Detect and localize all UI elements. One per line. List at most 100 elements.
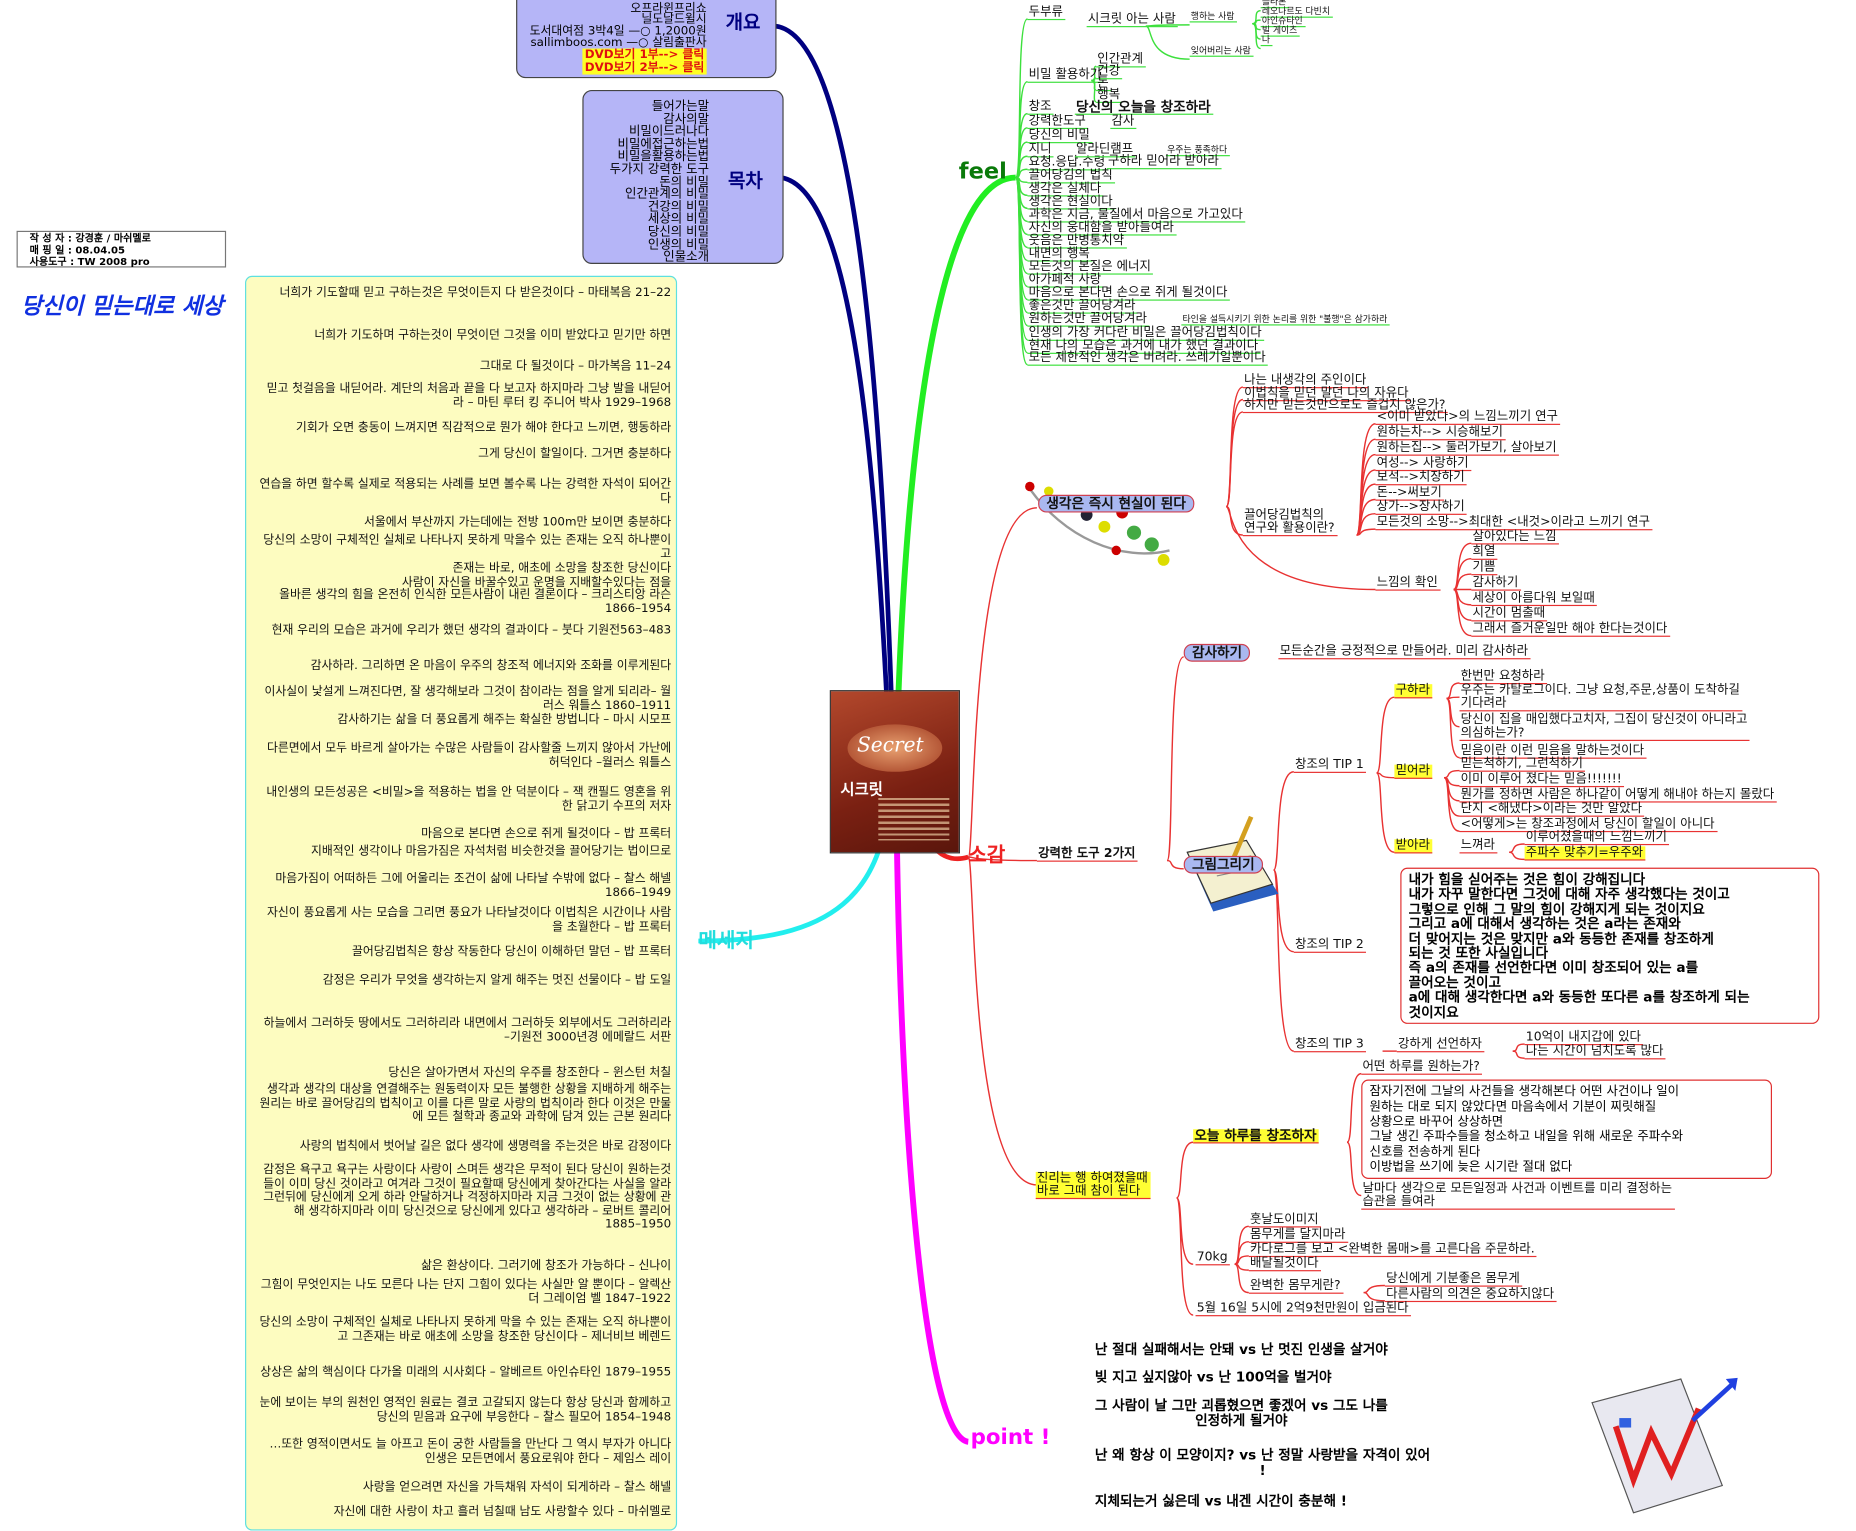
toc-item[interactable]: 인물소개: [663, 249, 710, 265]
impression-ask-items-item-node[interactable]: 당신이 집을 매입했다고치자, 그집이 당신것이 아니라고 의심하는가?: [1459, 713, 1750, 741]
feel-use-items-item-node[interactable]: 행복: [1096, 88, 1123, 103]
impression-ask-items-item-node[interactable]: 한번만 요청하라: [1459, 669, 1548, 685]
dvd-part1-link[interactable]: DVD보기 1부--> 클릭: [582, 48, 707, 62]
impression-declare-node[interactable]: 강하게 선언하자: [1396, 1038, 1485, 1053]
impression-feel-items-item-node[interactable]: 이루어졌을때의 느낌느끼기: [1524, 830, 1670, 846]
impression-feeling-check-node[interactable]: 느낌의 확인: [1375, 576, 1441, 591]
feel-items-item-node[interactable]: 웃음은 만병통치약: [1027, 234, 1127, 249]
impression-ask-node[interactable]: 구하라: [1394, 684, 1433, 699]
impression-believe-items-item-node[interactable]: 이미 이루어 졌다는 믿음!!!!!!!: [1459, 772, 1625, 787]
feel-items-item-node[interactable]: 생각은 현실이다: [1027, 195, 1116, 210]
feel-items-item-node[interactable]: 자신의 웅대함을 받아들여라: [1027, 221, 1177, 236]
impression-weight-node[interactable]: 70kg: [1195, 1251, 1230, 1266]
feel-people-item-node[interactable]: 빌 게이츠: [1260, 25, 1300, 37]
impression-today-node[interactable]: 오늘 하루를 창조하자: [1193, 1128, 1319, 1144]
impression-study-items-item-node[interactable]: <이미 받았다>의 느낌느끼기 연구: [1375, 410, 1561, 425]
impression-believe-node[interactable]: 믿어라: [1394, 764, 1433, 779]
feel-items-item-node[interactable]: 인생의 가장 커다란 비밀은 끌어당김법칙이다: [1027, 326, 1265, 341]
impression-receive-node[interactable]: 받아라: [1394, 839, 1433, 854]
feel-items-item-node[interactable]: 지니: [1027, 143, 1054, 158]
impression-weight-items-item-node[interactable]: 배달될것이다: [1248, 1256, 1321, 1272]
feel-avoid-misery-node[interactable]: 타인을 설득시키기 위한 논리를 위한 "불행"은 삼가하라: [1181, 314, 1390, 326]
impression-tip1-node[interactable]: 창조의 TIP 1: [1293, 758, 1367, 773]
feel-items-item-node[interactable]: 모든것의 본질은 에너지: [1027, 260, 1154, 275]
toc-item[interactable]: 인간관계의 비밀: [625, 187, 710, 202]
impression-perfect-items-item-node[interactable]: 당신에게 기분좋은 몸무게: [1384, 1272, 1523, 1287]
feel-use-items-item-node[interactable]: 건강: [1096, 65, 1123, 80]
feel-create-today-node[interactable]: 당신의 오늘을 창조하라: [1074, 100, 1214, 115]
feel-doers-node[interactable]: 행하는 사람: [1189, 11, 1237, 23]
feel-universe-rich-node[interactable]: 우주는 풍족하다: [1165, 145, 1230, 157]
feel-items-item-node[interactable]: 내면의 행복: [1027, 247, 1093, 262]
toc-item[interactable]: 당신의 비밀: [647, 224, 710, 240]
toc-item[interactable]: 건강의 비밀: [647, 199, 710, 215]
feel-items-item-node[interactable]: 마음으로 본다면 손으로 쥐게 될것이다: [1027, 286, 1230, 301]
impression-feeling-items-item-node[interactable]: 희열: [1471, 545, 1498, 560]
impression-believe-items-item-node[interactable]: 단지 <해냈다>이라는 것만 알았다: [1459, 802, 1645, 818]
impression-tools-node[interactable]: 강력한 도구 2가지: [1036, 847, 1138, 862]
toc-item[interactable]: 돈의 비밀: [659, 174, 710, 189]
impression-tip2-node[interactable]: 창조의 TIP 2: [1293, 938, 1367, 953]
impression-believe-items-item-node[interactable]: 뭔가를 정하면 사람은 하나같이 어떻게 해내야 하는지 몰랐다: [1459, 787, 1777, 803]
feel-people-item-node[interactable]: 나: [1260, 35, 1273, 47]
toc-item[interactable]: 두가지 강력한 도구: [609, 162, 710, 177]
feel-items-item-node[interactable]: 현재 나의 모습은 과거에 내가 했던 결과이다: [1027, 339, 1261, 354]
feel-items-item-node[interactable]: 끌어당김의 법칙: [1027, 169, 1116, 184]
impression-declare-items-item-node[interactable]: 나는 시간이 넘치도록 많다: [1524, 1045, 1666, 1060]
feel-forgetters-node[interactable]: 잊어버리는 사람: [1189, 46, 1254, 57]
impression-owner-item-node[interactable]: 나는 내생각의 주인이다: [1242, 373, 1369, 389]
impression-feel-items-item-node[interactable]: 주파수 맞추기=우주와: [1524, 846, 1646, 861]
feel-two-kinds-node[interactable]: 두부류: [1027, 5, 1066, 21]
feel-people-item-node[interactable]: 레오나르도 다빈치: [1260, 7, 1333, 18]
toc-item[interactable]: 비밀이드러나다: [628, 124, 710, 139]
impression-ask-items-item-node[interactable]: 믿음이란 이런 믿음을 말하는것이다: [1459, 744, 1647, 759]
impression-declare-items-item-node[interactable]: 10억이 내지갑에 있다: [1524, 1030, 1644, 1046]
impression-believe-items-item-node[interactable]: 믿는척하기, 그런척하기: [1459, 757, 1586, 772]
feel-items-item-node[interactable]: 당신의 비밀: [1027, 128, 1093, 144]
impression-perfect-node[interactable]: 완벽한 몸무게란?: [1248, 1279, 1343, 1294]
feel-items-item-node[interactable]: 생각은 실체다: [1027, 182, 1104, 197]
impression-study-items-item-node[interactable]: 돈-->써보기: [1375, 486, 1445, 501]
feel-knowers-node[interactable]: 시크릿 아는 사람: [1086, 12, 1179, 28]
feel-items-item-node[interactable]: 모든 제한적인 생각은 버려라. 쓰레기일뿐이다: [1027, 351, 1269, 366]
feel-ask-believe-receive-node[interactable]: 구하라 믿어라 받아라: [1106, 154, 1222, 170]
toc-item[interactable]: 감사의말: [663, 111, 710, 127]
impression-believe-items-item-node[interactable]: <어떻게>는 창조과정에서 당신이 할일이 아니다: [1459, 818, 1717, 833]
impression-deposit-node[interactable]: 5월 16일 5시에 2억9천만원이 입금된다: [1195, 1301, 1411, 1317]
impression-owner-item-node[interactable]: 하지만 믿는것만으로도 즐겁지 않은가?: [1242, 398, 1448, 414]
impression-study-items-item-node[interactable]: 보석-->치장하기: [1375, 471, 1468, 486]
impression-feeling-items-item-node[interactable]: 그래서 즐거운일만 해야 한다는것이다: [1471, 622, 1670, 637]
dvd-part2-link[interactable]: DVD보기 2부--> 클릭: [582, 61, 707, 75]
feel-items-item-node[interactable]: 좋은것만 끌어당겨라: [1027, 299, 1138, 314]
impression-drawing-node[interactable]: 그림그리기: [1183, 855, 1263, 874]
feel-items-item-node[interactable]: 강력한도구: [1027, 114, 1089, 130]
impression-owner-item-node[interactable]: 이법칙을 믿던 말던 나의 자유다: [1242, 386, 1411, 401]
impression-which-day-node[interactable]: 어떤 하루를 원하는가?: [1361, 1060, 1483, 1075]
toc-item[interactable]: 인생의 비밀: [647, 237, 710, 252]
toc-item[interactable]: 비밀에접근하는법: [617, 137, 710, 152]
impression-truth-node[interactable]: 진리는 행 하여졌을때 바로 그때 참이 된다: [1035, 1171, 1151, 1200]
impression-study-node[interactable]: 끌어당김법칙의 연구와 활용이란?: [1242, 508, 1338, 537]
feel-use-node[interactable]: 비밀 활용하기: [1027, 68, 1104, 83]
impression-thanks-text-node[interactable]: 모든순간을 긍정적으로 만들어라. 미리 감사하라: [1278, 645, 1531, 660]
feel-items-item-node[interactable]: 아가페적 사랑: [1027, 273, 1104, 288]
impression-feel-it-node[interactable]: 느껴라: [1459, 839, 1498, 854]
feel-items-item-node[interactable]: 원하는것만 끌어당겨라: [1027, 312, 1150, 327]
feel-items-item-node[interactable]: 요청.응답.수령: [1027, 156, 1108, 171]
impression-ask-items-item-node[interactable]: 우주는 카탈로그이다. 그냥 요청,주문,상품이 도착하길 기다려라: [1459, 684, 1743, 712]
feel-items-item-node[interactable]: 창조: [1027, 100, 1054, 115]
impression-feeling-items-item-node[interactable]: 세상이 아름다워 보일때: [1471, 591, 1598, 607]
toc-item[interactable]: 들어가는말: [651, 99, 710, 114]
toc-item[interactable]: 세상의 비밀: [647, 212, 710, 227]
impression-study-items-item-node[interactable]: 상가-->장사하기: [1375, 500, 1468, 515]
impression-study-items-item-node[interactable]: 원하는차--> 시승해보기: [1375, 426, 1506, 441]
impression-study-items-item-node[interactable]: 여성--> 사랑하기: [1375, 456, 1471, 472]
impression-weight-items-item-node[interactable]: 카다로그를 보고 <완벽한 몸매>를 고른다음 주문하라.: [1248, 1242, 1538, 1258]
feel-gratitude-node[interactable]: 감사: [1110, 114, 1137, 130]
feel-people-item-node[interactable]: 아인슈타인: [1260, 16, 1306, 28]
impression-thought-reality-node[interactable]: 생각은 즉시 현실이 된다: [1038, 494, 1195, 513]
impression-perfect-items-item-node[interactable]: 다른사람의 의견은 중요하지않다: [1384, 1287, 1557, 1303]
feel-use-items-item-node[interactable]: 돈: [1096, 76, 1112, 92]
impression-study-items-item-node[interactable]: 원하는집--> 둘러가보기, 살아보기: [1375, 441, 1559, 456]
toc-item[interactable]: 비밀을활용하는법: [617, 149, 710, 164]
